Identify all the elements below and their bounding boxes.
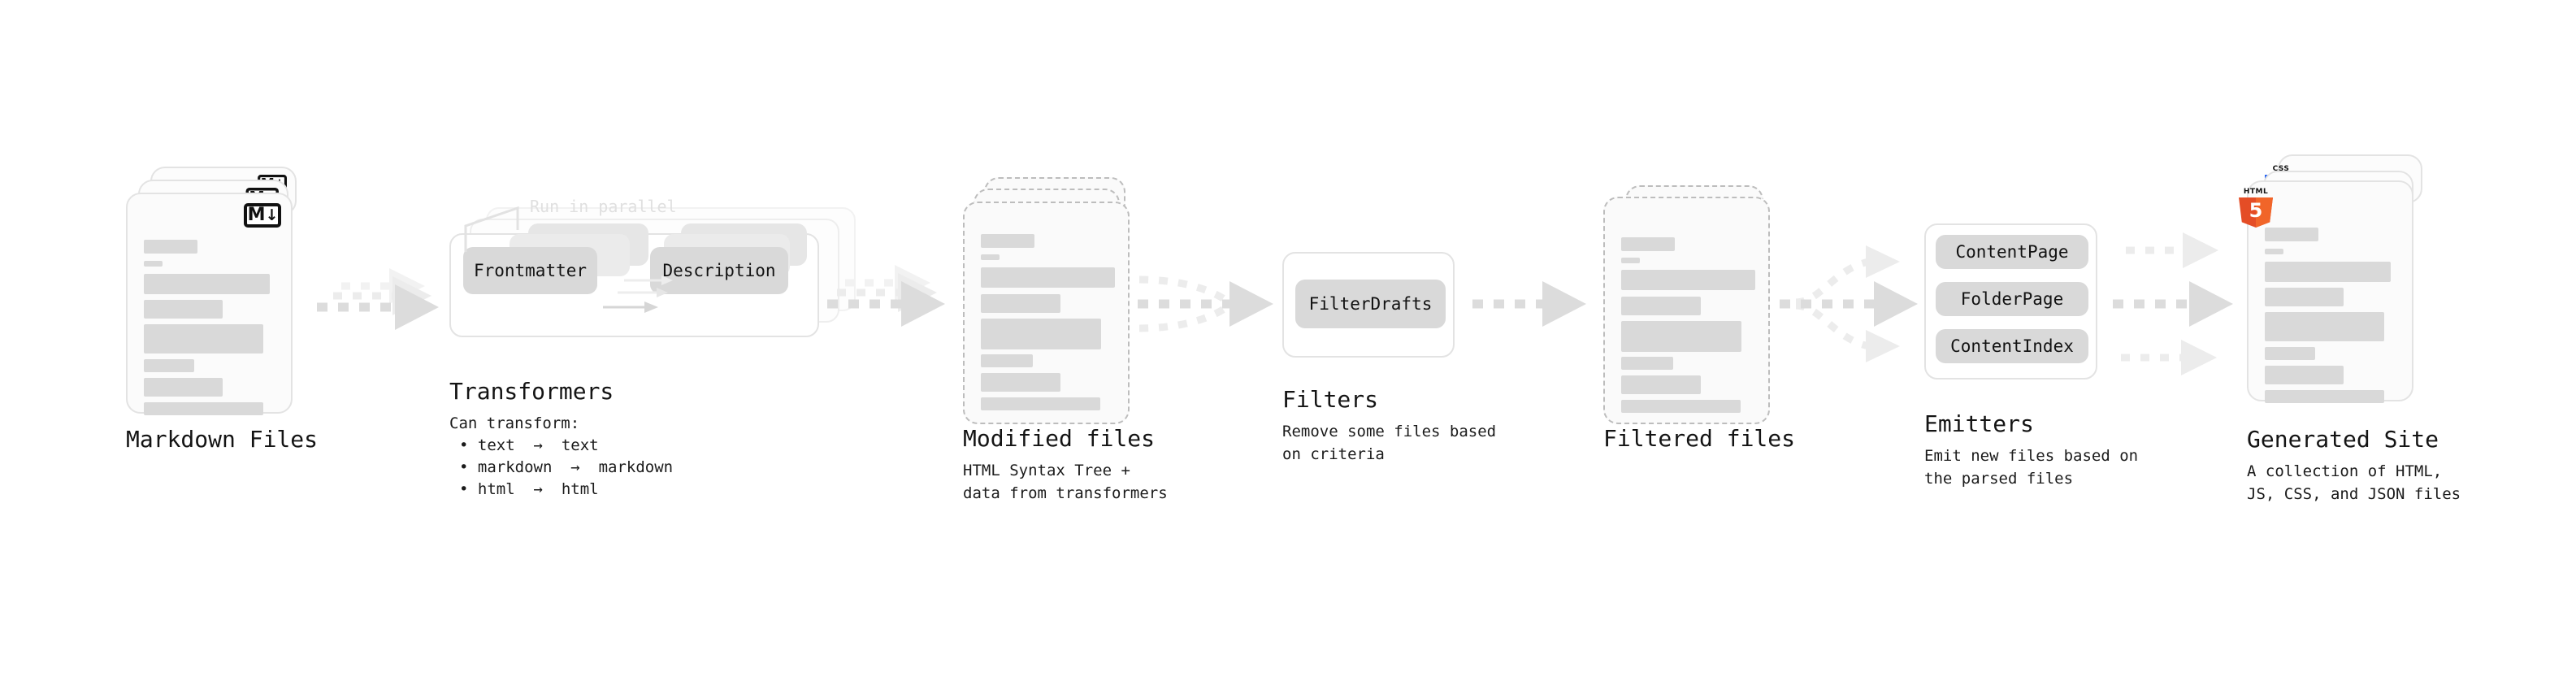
- content-bar: [144, 240, 197, 254]
- connector-md-to-transformers: [317, 268, 439, 330]
- content-bar: [2265, 347, 2315, 360]
- content-bar: [1621, 258, 1640, 263]
- run-in-parallel-note: Run in parallel: [530, 197, 677, 216]
- site-file-card-html: HTML 5: [2239, 180, 2413, 403]
- content-bar: [144, 261, 163, 267]
- stage-title-filters: Filters: [1282, 386, 1379, 413]
- content-bar: [981, 354, 1033, 367]
- connector-filtered-to-emitters: [1780, 245, 1918, 362]
- filter-chip-filterdrafts[interactable]: FilterDrafts: [1295, 280, 1446, 328]
- transformer-chip-frontmatter[interactable]: Frontmatter: [463, 247, 597, 294]
- content-bar: [981, 294, 1060, 313]
- content-bar: [2265, 288, 2344, 306]
- markdown-file-card-front: M↓: [126, 193, 293, 415]
- content-bar: [1621, 357, 1673, 370]
- stage-title-modified-files: Modified files: [963, 425, 1156, 452]
- stage-title-emitters: Emitters: [1924, 410, 2034, 437]
- content-bar: [1621, 237, 1675, 251]
- stage-title-markdown-files: Markdown Files: [126, 426, 319, 453]
- transformer-bullet-1-label: text → text: [477, 436, 599, 454]
- connector-filters-to-filtered: [1472, 281, 1586, 327]
- content-bar: [981, 267, 1115, 288]
- content-bar: [981, 234, 1034, 248]
- stage-desc-filters: Remove some files based on criteria: [1282, 423, 1497, 463]
- content-bar: [2265, 366, 2344, 384]
- content-bar: [1621, 375, 1701, 394]
- stage-desc-transformers: Can transform:: [449, 414, 580, 432]
- transformer-bullet-2-label: markdown → markdown: [477, 458, 674, 476]
- stage-title-filtered-files: Filtered files: [1603, 425, 1796, 452]
- modified-file-card-front: [963, 202, 1130, 424]
- content-bar: [144, 300, 223, 319]
- emitter-chip-contentpage[interactable]: ContentPage: [1936, 235, 2088, 269]
- content-bar: [981, 254, 1000, 260]
- transformer-panel-front: Frontmatter Description: [449, 223, 819, 337]
- markdown-file-content: M↓: [128, 194, 291, 415]
- filtered-file-card-front: [1603, 197, 1770, 424]
- content-bar: [1621, 270, 1755, 290]
- content-bar: [1621, 321, 1741, 352]
- transformer-bullet-1: • text → text: [459, 436, 599, 454]
- stage-title-transformers: Transformers: [449, 378, 614, 405]
- stage-title-generated-site: Generated Site: [2247, 426, 2439, 453]
- content-bar: [1621, 400, 1741, 413]
- content-bar: [144, 274, 270, 294]
- content-bar: [981, 373, 1060, 392]
- markdown-file-stack: M↓ M↓ M↓: [126, 167, 313, 427]
- emitter-chip-contentindex[interactable]: ContentIndex: [1936, 329, 2088, 363]
- content-bar: [144, 324, 263, 354]
- content-bar: [2265, 312, 2384, 341]
- emitter-chip-folderpage[interactable]: FolderPage: [1936, 282, 2088, 316]
- site-file-content: HTML 5: [2239, 182, 2412, 403]
- content-bar: [2265, 390, 2384, 403]
- transformer-chip-description[interactable]: Description: [650, 247, 788, 294]
- content-bar: [1621, 297, 1701, 315]
- content-bar: [144, 378, 223, 397]
- content-bar: [981, 397, 1100, 410]
- transformer-bullet-3-label: html → html: [477, 480, 599, 498]
- stage-desc-modified-files: HTML Syntax Tree + data from transformer…: [963, 462, 1168, 502]
- emitters-panel: ContentPage FolderPage ContentIndex: [1924, 223, 2097, 380]
- transformer-bullet-3: • html → html: [459, 480, 599, 498]
- content-bar: [144, 359, 194, 372]
- stage-markdown-files: M↓ M↓ M↓: [126, 167, 313, 427]
- filtered-file-content: [1605, 198, 1768, 423]
- transformer-bullet-2: • markdown → markdown: [459, 458, 674, 476]
- connector-emitters-to-site: [2113, 232, 2233, 375]
- content-bar: [144, 402, 263, 415]
- content-bar: [2265, 249, 2283, 254]
- content-bar: [981, 319, 1101, 349]
- filters-panel: FilterDrafts: [1282, 252, 1455, 358]
- markdown-icon: M↓: [244, 203, 281, 228]
- content-bar: [2265, 262, 2391, 282]
- modified-file-content: [965, 203, 1128, 423]
- stage-desc-emitters: Emit new files based on the parsed files: [1924, 447, 2139, 488]
- stage-desc-generated-site: A collection of HTML, JS, CSS, and JSON …: [2247, 462, 2461, 503]
- connector-modified-to-filters: [1138, 275, 1273, 332]
- content-bar: [2265, 228, 2318, 241]
- html5-icon: HTML 5: [2239, 188, 2273, 228]
